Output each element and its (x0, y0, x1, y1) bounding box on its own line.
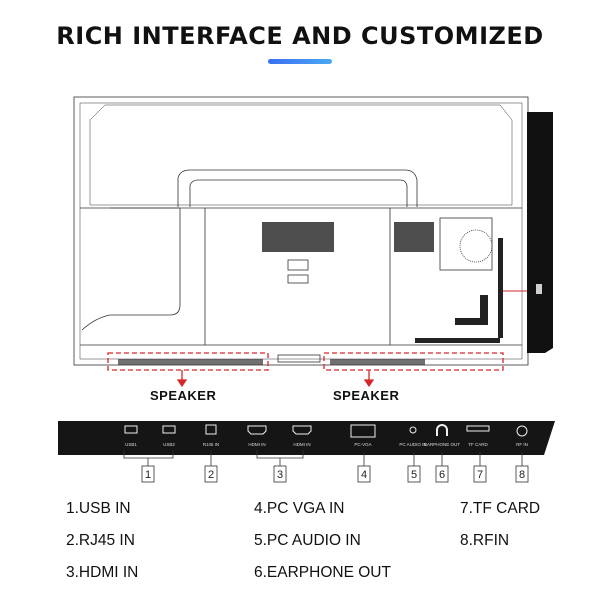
legend-item-8: 8.RFIN (460, 532, 510, 549)
port-label: PC AUDIO IN (399, 442, 426, 447)
port-jack-7: PC AUDIO IN (399, 426, 427, 447)
port-number-5: 5 (407, 465, 421, 483)
legend-item-3: 3.HDMI IN (66, 564, 139, 581)
legend-item-5: 5.PC AUDIO IN (254, 532, 361, 549)
port-label: PC-VGA (354, 442, 371, 447)
svg-text:3: 3 (277, 469, 283, 481)
speaker-arrows (176, 370, 375, 388)
side-usb-port (536, 284, 542, 294)
svg-text:4: 4 (361, 469, 367, 481)
port-usb-1: USB1 (124, 425, 138, 447)
svg-text:6: 6 (439, 469, 445, 481)
port-rj45-3: RJ45 IN (203, 424, 219, 447)
tf-icon (466, 425, 490, 432)
tv-back-panel (73, 96, 529, 366)
port-number-4: 4 (357, 465, 371, 483)
speaker-markers (107, 352, 504, 371)
rj45-icon (205, 424, 217, 435)
port-tf-9: TF CARD (466, 425, 490, 447)
port-number-7: 7 (473, 465, 487, 483)
port-label: USB2 (163, 442, 175, 447)
jack-icon (409, 426, 417, 434)
svg-text:8: 8 (519, 469, 525, 481)
port-number-6: 6 (435, 465, 449, 483)
speaker-left-marker (107, 352, 269, 371)
speaker-left-label: SPEAKER (150, 388, 217, 403)
port-label: TF CARD (468, 442, 488, 447)
port-label: USB1 (125, 442, 137, 447)
legend-item-2: 2.RJ45 IN (66, 532, 135, 549)
port-hdmi-4: HDMI IN (247, 425, 267, 447)
usb-icon (124, 425, 138, 434)
port-hdmi-5: HDMI IN (292, 425, 312, 447)
legend-item-6: 6.EARPHONE OUT (254, 564, 391, 581)
port-label: EARPHONE OUT (424, 442, 460, 447)
port-label: RF IN (516, 442, 528, 447)
port-strip (58, 421, 555, 455)
port-rf-10: RF IN (516, 425, 528, 447)
port-number-1: 1 (141, 465, 155, 483)
legend-item-4: 4.PC VGA IN (254, 500, 345, 517)
vent-grilles (262, 222, 503, 343)
vga-icon (350, 424, 376, 438)
speaker-right-marker (323, 352, 504, 371)
headphone-icon (436, 424, 448, 436)
port-number-8: 8 (515, 465, 529, 483)
legend-item-1: 1.USB IN (66, 500, 131, 517)
hdmi-icon (247, 425, 267, 435)
legend-item-7: 7.TF CARD (460, 500, 541, 517)
speaker-right-label: SPEAKER (333, 388, 400, 403)
port-label: HDMI IN (293, 442, 310, 447)
side-panel (527, 112, 553, 353)
svg-text:1: 1 (145, 469, 151, 481)
title-accent-bar (268, 59, 332, 64)
hdmi-icon (292, 425, 312, 435)
port-vga-6: PC-VGA (350, 424, 376, 447)
rf-icon (516, 425, 528, 437)
usb-icon (162, 425, 176, 434)
port-headphone-8: EARPHONE OUT (424, 424, 460, 447)
svg-text:2: 2 (208, 469, 214, 481)
port-number-3: 3 (273, 465, 287, 483)
page-title: RICH INTERFACE AND CUSTOMIZED (56, 22, 544, 50)
port-usb-2: USB2 (162, 425, 176, 447)
svg-text:5: 5 (411, 469, 417, 481)
svg-text:7: 7 (477, 469, 483, 481)
port-label: RJ45 IN (203, 442, 219, 447)
port-label: HDMI IN (248, 442, 265, 447)
port-number-2: 2 (204, 465, 218, 483)
